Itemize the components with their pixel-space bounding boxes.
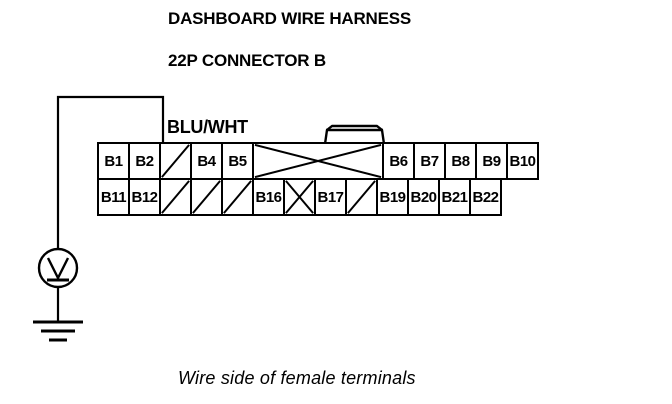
blank-cell-diagonal: [345, 178, 378, 216]
test-lead-wire: [56, 95, 165, 250]
terminal-label: B2: [135, 152, 154, 170]
terminal-label: B19: [379, 188, 406, 206]
page-title: DASHBOARD WIRE HARNESS 22P CONNECTOR B: [168, 8, 411, 71]
diagonal-slash-icon: [223, 180, 252, 214]
terminal-label: B9: [482, 152, 501, 170]
terminal-label: B8: [451, 152, 470, 170]
connector-terminal-grid: B1 B2 B4 B5 B6 B7: [97, 142, 539, 216]
terminal-label: B22: [472, 188, 499, 206]
terminal-label: B6: [389, 152, 408, 170]
blank-cell-diagonal: [159, 178, 192, 216]
terminal-cell-b22[interactable]: B22: [469, 178, 502, 216]
terminal-cell-b11[interactable]: B11: [97, 178, 130, 216]
terminal-cell-b4[interactable]: B4: [190, 142, 223, 180]
diagonal-slash-icon: [347, 180, 376, 214]
figure-caption: Wire side of female terminals: [178, 368, 416, 388]
terminal-cell-b6[interactable]: B6: [382, 142, 415, 180]
terminal-cell-b1[interactable]: B1: [97, 142, 130, 180]
terminal-cell-b2[interactable]: B2: [128, 142, 161, 180]
terminal-cell-b20[interactable]: B20: [407, 178, 440, 216]
terminal-label: B10: [509, 152, 536, 170]
terminal-label: B1: [104, 152, 123, 170]
voltmeter-v-glyph: [46, 257, 70, 281]
terminal-label: B7: [420, 152, 439, 170]
wire-color-label: BLU/WHT: [167, 117, 248, 137]
blank-cell-cross: [283, 178, 316, 216]
terminal-label: B17: [317, 188, 344, 206]
diagonal-slash-icon: [161, 180, 190, 214]
title-line-2: 22P CONNECTOR B: [168, 51, 326, 70]
terminal-cell-b17[interactable]: B17: [314, 178, 347, 216]
terminal-cell-b16[interactable]: B16: [252, 178, 285, 216]
bowtie-cross-icon: [254, 144, 382, 178]
terminal-cell-b10[interactable]: B10: [506, 142, 539, 180]
terminal-label: B5: [228, 152, 247, 170]
terminal-label: B21: [441, 188, 468, 206]
blank-cell-diagonal: [190, 178, 223, 216]
blank-cell-diagonal: [221, 178, 254, 216]
terminal-label: B11: [100, 188, 127, 206]
terminal-cell-b12[interactable]: B12: [128, 178, 161, 216]
title-line-1: DASHBOARD WIRE HARNESS: [168, 9, 412, 28]
terminal-cell-b19[interactable]: B19: [376, 178, 409, 216]
terminal-label: B12: [131, 188, 158, 206]
terminal-cell-b5[interactable]: B5: [221, 142, 254, 180]
blank-cell-diagonal: [159, 142, 192, 180]
terminal-cell-b9[interactable]: B9: [475, 142, 508, 180]
diagonal-slash-icon: [161, 144, 190, 178]
terminal-label: B20: [410, 188, 437, 206]
terminal-cell-b7[interactable]: B7: [413, 142, 446, 180]
terminal-label: B16: [255, 188, 282, 206]
blank-cell-bowtie: [252, 142, 384, 180]
diagonal-slash-icon: [192, 180, 221, 214]
connector-bottom-row: B11 B12 B16: [97, 178, 539, 216]
terminal-cell-b21[interactable]: B21: [438, 178, 471, 216]
cross-x-icon: [285, 180, 314, 214]
connector-top-row: B1 B2 B4 B5 B6 B7: [97, 142, 539, 180]
terminal-label: B4: [197, 152, 216, 170]
terminal-cell-b8[interactable]: B8: [444, 142, 477, 180]
